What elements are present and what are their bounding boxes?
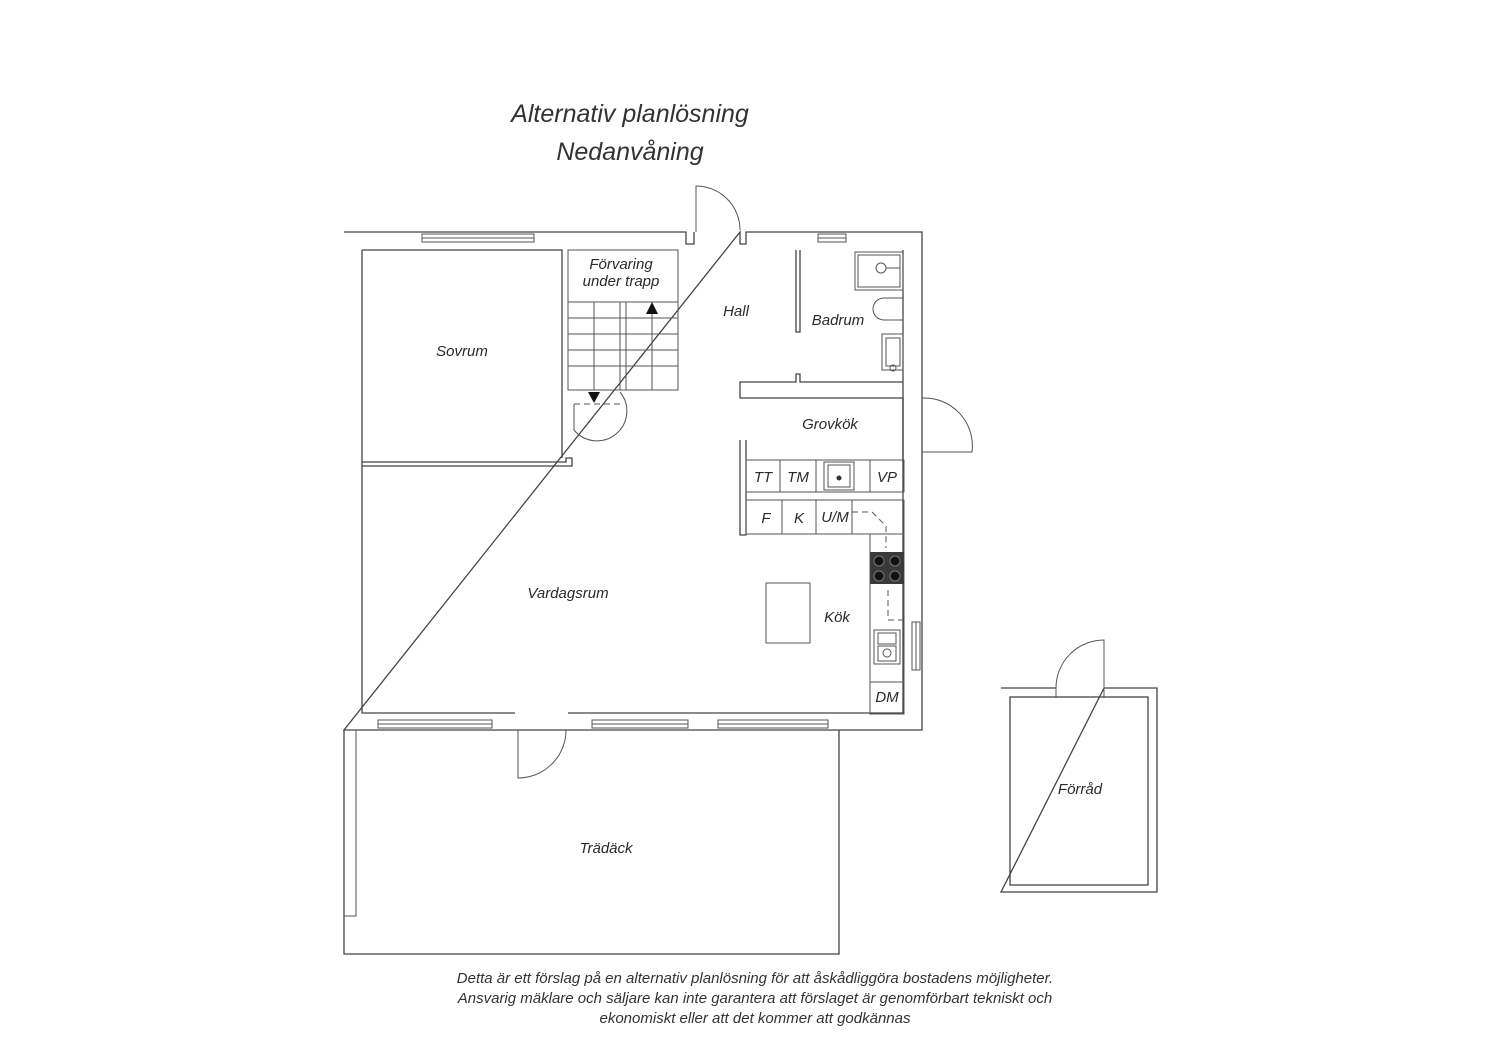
- shed-label: Förråd: [1058, 781, 1103, 798]
- windows: [377, 233, 921, 729]
- bedroom-walls: [362, 457, 573, 467]
- utility-room-walls: [739, 390, 973, 536]
- entry-door: [695, 185, 741, 232]
- bathroom-walls: [739, 250, 903, 390]
- water-heater-label: VP: [877, 469, 897, 486]
- hall-label: Hall: [723, 303, 750, 320]
- utility-kitchen-label: Grovkök: [802, 416, 859, 433]
- shed: [999, 639, 1158, 893]
- kitchen-island: [765, 582, 811, 644]
- bathroom-fixtures: [854, 251, 904, 372]
- stairs: [567, 249, 679, 442]
- cooler-label: K: [794, 510, 805, 527]
- kitchen-label: Kök: [824, 609, 851, 626]
- disclaimer-line2: Ansvarig mäklare och säljare kan inte ga…: [457, 990, 1053, 1007]
- bathroom-label: Badrum: [812, 312, 865, 329]
- disclaimer-line1: Detta är ett förslag på en alternativ pl…: [456, 970, 1054, 987]
- deck-label: Trädäck: [579, 840, 634, 857]
- washer-label: TM: [787, 469, 809, 486]
- outer-walls: [342, 230, 923, 731]
- living-room-label: Vardagsrum: [527, 585, 608, 602]
- plan-title: Alternativ planlösning: [511, 100, 749, 128]
- storage-label-line2: under trapp: [583, 273, 660, 290]
- disclaimer-line3: ekonomiskt eller att det kommer att godk…: [599, 1010, 911, 1027]
- oven-microwave-label: U/M: [821, 509, 849, 526]
- floor-title: Nedanvåning: [556, 138, 704, 166]
- laundry-counter: [745, 459, 905, 493]
- storage-label-line1: Förvaring: [589, 256, 653, 273]
- dryer-label: TT: [754, 469, 774, 486]
- kitchen-counter: [745, 499, 905, 715]
- bedroom-label: Sovrum: [436, 343, 488, 360]
- fridge-label: F: [761, 510, 771, 527]
- patio-door: [517, 729, 567, 779]
- dishwasher-label: DM: [875, 689, 899, 706]
- deck-outline: [343, 730, 840, 955]
